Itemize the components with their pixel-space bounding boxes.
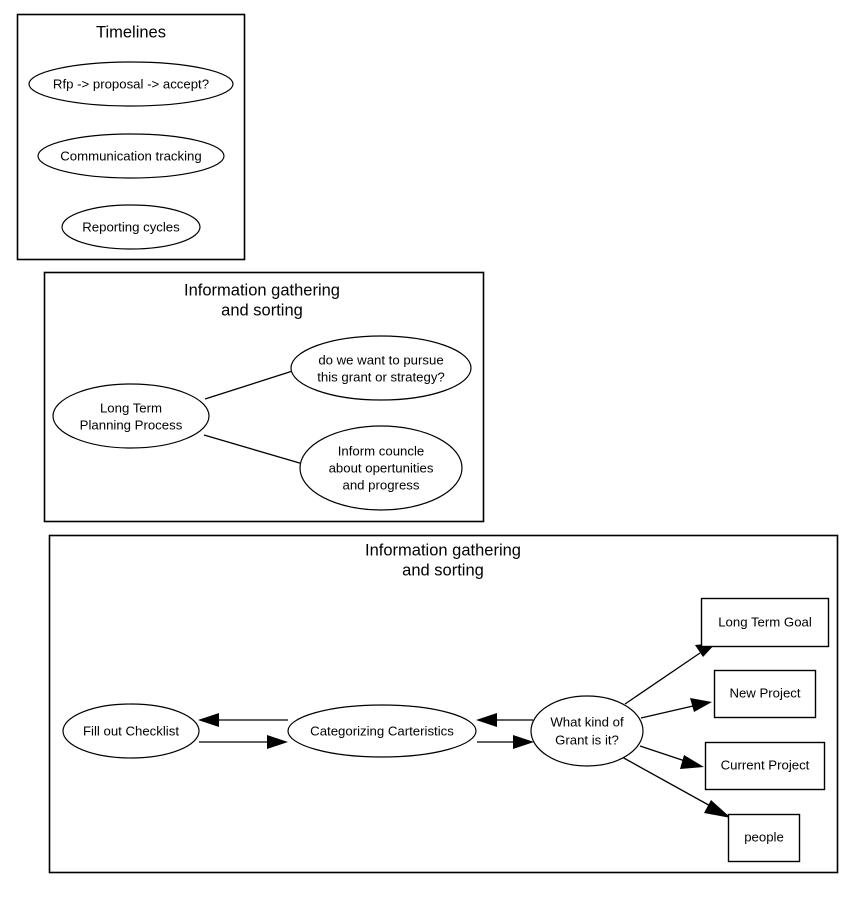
edge-categorizing-to-what-kind-of-grant [477, 735, 534, 749]
node-long-term-goal-shape[interactable] [700, 597, 830, 648]
edge-long-term-planning-to-pursue-grant [204, 367, 303, 400]
node-new-project-label: New Project [729, 685, 800, 700]
edge-what-kind-of-grant-to-people-arrowhead [704, 800, 731, 818]
edge-fill-out-checklist-to-categorizing-arrowhead [267, 735, 288, 749]
panel-information-gathering-2: Information gathering and sorting [48, 534, 839, 874]
node-long-term-goal-label: Long Term Goal [718, 614, 812, 629]
edge-what-kind-of-grant-to-new-project [640, 698, 712, 719]
node-reporting-cycles-label: Reporting cycles [82, 219, 180, 234]
node-rfp-shape[interactable] [28, 61, 234, 107]
node-categorizing-carteristics-label: Categorizing Carteristics [310, 723, 454, 738]
node-long-term-goal[interactable]: Long Term Goal [700, 597, 830, 648]
node-inform-councle[interactable]: Inform councle about opertunities and pr… [299, 425, 463, 511]
node-inform-councle-label-line1: Inform councle [338, 443, 425, 458]
node-fill-out-checklist[interactable]: Fill out Checklist [62, 703, 200, 759]
node-reporting-cycles-shape[interactable] [61, 204, 201, 250]
panel-information-gathering-1-title-line2: and sorting [221, 301, 303, 319]
panel-information-gathering-1-title-line1: Information gathering [184, 281, 340, 299]
node-pursue-grant-question[interactable]: do we want to pursue this grant or strat… [290, 335, 472, 401]
node-fill-out-checklist-label: Fill out Checklist [83, 723, 179, 738]
node-communication-tracking-shape[interactable] [37, 133, 225, 179]
edge-categorizing-to-fill-out-checklist [198, 713, 288, 727]
node-long-term-planning-process-shape[interactable] [52, 383, 210, 449]
edge-long-term-planning-to-inform-councle-line [203, 434, 304, 465]
node-communication-tracking-label: Communication tracking [60, 148, 201, 163]
node-inform-councle-label-line2: about opertunities [329, 460, 434, 475]
node-people-label: people [744, 829, 784, 844]
panel-information-gathering-1: Information gathering and sorting Long T… [43, 271, 485, 523]
node-rfp-label: Rfp -> proposal -> accept? [53, 76, 209, 91]
node-what-kind-of-grant-label-line2: Grant is it? [555, 732, 619, 747]
node-rfp[interactable]: Rfp -> proposal -> accept? [28, 61, 234, 107]
node-communication-tracking[interactable]: Communication tracking [37, 133, 225, 179]
edge-what-kind-of-grant-to-new-project-line [640, 705, 694, 719]
node-inform-councle-label-line3: and progress [343, 477, 420, 492]
node-new-project-shape[interactable] [713, 669, 817, 719]
edge-what-kind-of-grant-to-current-project [639, 745, 704, 769]
node-categorizing-carteristics-shape[interactable] [287, 704, 477, 758]
node-long-term-planning-process-label-line1: Long Term [100, 400, 162, 415]
node-reporting-cycles[interactable]: Reporting cycles [61, 204, 201, 250]
edge-categorizing-to-fill-out-checklist-arrowhead [198, 713, 219, 727]
edge-what-kind-of-grant-to-current-project-arrowhead [680, 755, 704, 769]
node-people-shape[interactable] [727, 813, 801, 863]
node-categorizing-carteristics[interactable]: Categorizing Carteristics [287, 704, 477, 758]
node-people[interactable]: people [727, 813, 801, 863]
node-long-term-planning-process[interactable]: Long Term Planning Process [52, 383, 210, 449]
edge-what-kind-of-grant-to-people-line [621, 756, 715, 809]
panel-timelines: Timelines Rfp -> proposal -> accept? Com… [16, 13, 246, 261]
node-pursue-grant-question-shape[interactable] [290, 335, 472, 401]
node-inform-councle-shape[interactable] [299, 425, 463, 511]
node-fill-out-checklist-shape[interactable] [62, 703, 200, 759]
node-what-kind-of-grant-label-line1: What kind of [550, 714, 624, 729]
panel-timelines-title: Timelines [96, 23, 166, 41]
edge-what-kind-of-grant-to-current-project-line [639, 745, 686, 762]
node-pursue-grant-question-label-line1: do we want to pursue [318, 352, 443, 367]
edge-long-term-planning-to-inform-councle [203, 434, 304, 465]
panel-information-gathering-2-title-line2: and sorting [402, 561, 484, 579]
edge-long-term-planning-to-pursue-grant-line [204, 367, 303, 400]
edge-what-kind-of-grant-to-categorizing-arrowhead [476, 713, 497, 727]
node-pursue-grant-question-label-line2: this grant or strategy? [317, 369, 445, 384]
node-current-project-shape[interactable] [704, 741, 826, 791]
node-new-project[interactable]: New Project [713, 669, 817, 719]
edge-what-kind-of-grant-to-categorizing [476, 713, 533, 727]
node-current-project-label: Current Project [721, 757, 810, 772]
node-current-project[interactable]: Current Project [704, 741, 826, 791]
node-what-kind-of-grant[interactable]: What kind of Grant is it? [530, 695, 644, 767]
node-long-term-planning-process-label-line2: Planning Process [80, 417, 183, 432]
edge-fill-out-checklist-to-categorizing [199, 735, 288, 749]
edge-what-kind-of-grant-to-people [621, 756, 731, 818]
panel-information-gathering-2-title-line1: Information gathering [365, 541, 521, 559]
node-what-kind-of-grant-shape[interactable] [530, 695, 644, 767]
edge-what-kind-of-grant-to-new-project-arrowhead [690, 698, 712, 712]
edge-categorizing-to-what-kind-of-grant-arrowhead [513, 735, 534, 749]
edge-what-kind-of-grant-to-long-term-goal-line [624, 652, 701, 705]
